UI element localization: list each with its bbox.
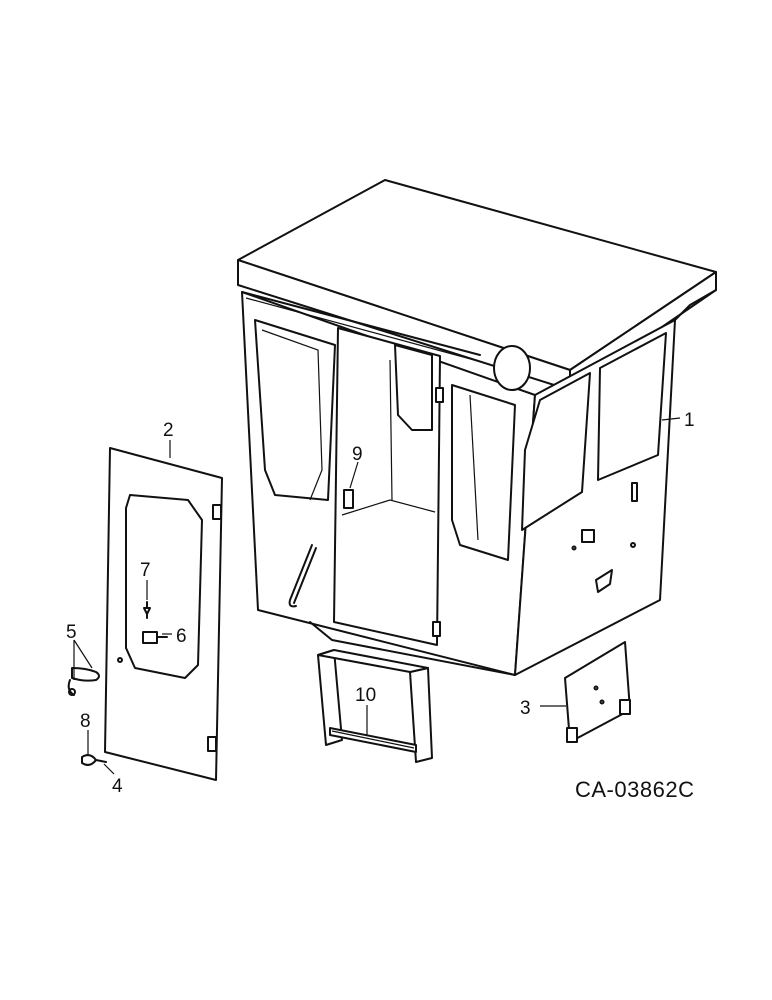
cab-top-rail: [241, 291, 481, 356]
door-handle-parts: [67, 667, 107, 766]
cab-front-left-window: [254, 319, 336, 501]
outside-handle: [71, 667, 100, 682]
door-hole: [117, 657, 123, 663]
cab-grab-handle: [288, 544, 313, 608]
callout-6: 6: [176, 626, 187, 647]
outside-handle-pin: [68, 688, 76, 696]
cab-side-latch: [595, 569, 613, 593]
cab-top-rail-inner: [245, 297, 479, 362]
cab-side-slot: [631, 482, 638, 502]
door-hinge-upper: [212, 504, 222, 520]
callout-5: 5: [66, 622, 77, 643]
cab-front-right-window: [451, 384, 516, 561]
cover-plate-hole: [593, 685, 599, 691]
door-screw-head: [143, 607, 151, 615]
door-inside-latch: [142, 631, 158, 644]
cab-roof-lip: [674, 289, 717, 321]
cab-interior-post: [389, 359, 393, 501]
cab-interior-rear-window: [394, 344, 433, 431]
cab-grab-handle-2: [293, 547, 317, 604]
key-shaft: [95, 759, 107, 763]
door-hinge-lower: [207, 736, 217, 752]
door-window: [125, 494, 203, 679]
cover-plate: [564, 641, 631, 743]
cab-base-edge: [309, 621, 516, 676]
cab-side-window-rear: [597, 332, 667, 481]
leader-5a: [73, 639, 93, 669]
cab-side-dot: [630, 542, 636, 548]
callout-7: 7: [140, 560, 151, 581]
cab-hinge-upper: [435, 387, 444, 403]
cab-latch-striker: [343, 489, 354, 509]
cab-right-window-inner: [469, 394, 479, 541]
callout-3: 3: [520, 698, 531, 719]
callout-4: 4: [112, 776, 123, 797]
cab-interior-wall: [341, 499, 436, 516]
door-panel: [104, 447, 223, 781]
cab-hinge-lower: [432, 621, 441, 637]
step-top-bar: [317, 649, 429, 673]
callout-9: 9: [352, 444, 363, 465]
cab-roof-light: [493, 345, 531, 391]
leader-lines: [73, 417, 681, 775]
leader-9: [349, 461, 359, 489]
cab-side-window-front: [521, 372, 591, 531]
callout-labels: 1 2 3 4 5 6 7 8 9 10: [66, 410, 695, 797]
callout-10: 10: [355, 685, 376, 706]
key-cylinder: [81, 754, 97, 766]
cover-plate-hole-2: [599, 699, 605, 705]
step-assembly: [317, 649, 433, 763]
cab-left-window-inner: [261, 329, 323, 501]
leader-1: [661, 417, 681, 421]
cab-assembly: [237, 179, 717, 676]
figure-code: CA-03862C: [575, 777, 694, 802]
cover-plate-tab-left: [566, 727, 578, 743]
cover-plate-tab-right: [619, 699, 631, 715]
leader-4: [103, 763, 115, 775]
step-tread-line: [331, 730, 415, 749]
cab-side-dot-2: [571, 545, 577, 551]
callout-2: 2: [163, 420, 174, 441]
cab-side-square: [581, 529, 595, 543]
callout-1: 1: [684, 410, 695, 431]
callout-8: 8: [80, 711, 91, 732]
